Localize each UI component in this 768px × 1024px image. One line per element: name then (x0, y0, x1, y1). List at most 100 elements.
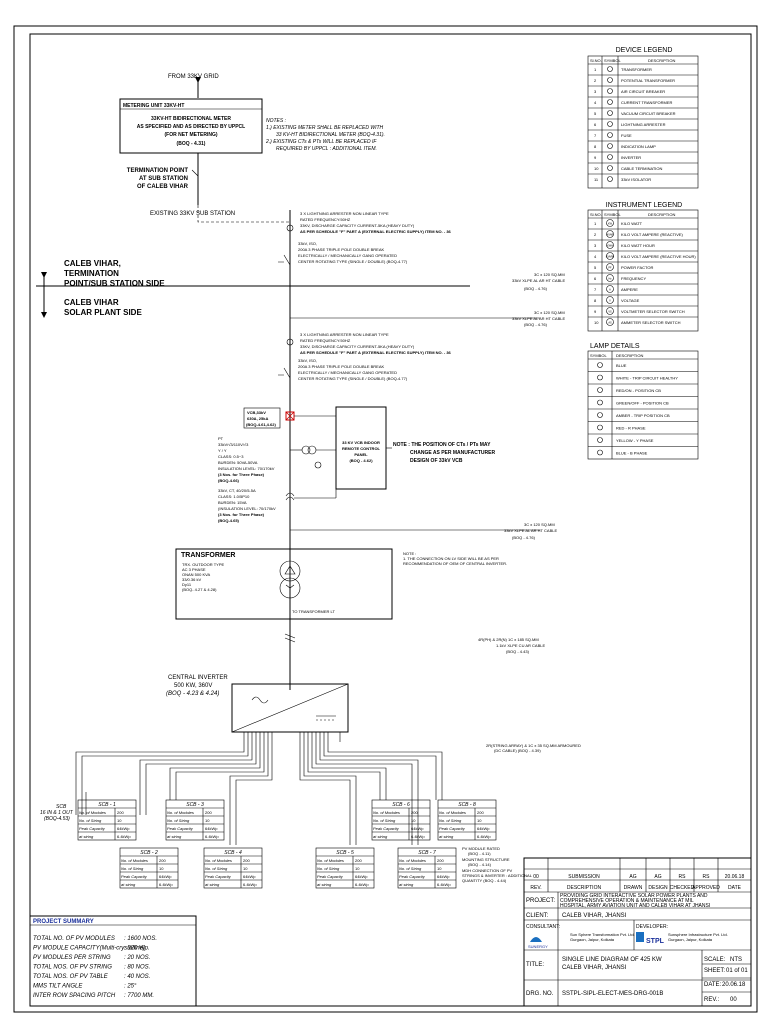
scb-row-label: Peak Capacity (121, 874, 148, 879)
legend-description: POTENTIAL TRANSFORMER (621, 78, 675, 83)
legend-number: 11 (594, 177, 599, 182)
metering-unit: METERING UNIT 33KV-HT 33KV-HT BIDIRECTIO… (119, 98, 263, 154)
legend-description: KILO WATT (621, 221, 643, 226)
svg-text:DEVICE LEGEND: DEVICE LEGEND (616, 47, 673, 54)
legend-number: 10 (594, 166, 599, 171)
lamp-icon (597, 449, 603, 456)
transformer-box: TRANSFORMER TRX. OUTDOOR TYPE AC 3 PHASE… (175, 548, 507, 620)
scb-modules: 200 (411, 810, 418, 815)
summary-label: TOTAL NOS. OF PV STRING (33, 965, 112, 971)
summary-value: : 7700 MM. (124, 993, 154, 999)
scb-strings: 10 (477, 818, 482, 823)
svg-text:33/0.36 kV: 33/0.36 kV (182, 577, 201, 582)
vcb-breaker: VCB,33kV 630A, 25kA (BOQ-4.61,4.62) (243, 407, 336, 429)
cable-2: 3C x 120 SQ.MM 33kV XLPE AL AR HT CABLE … (512, 310, 565, 327)
lamp-icon (597, 424, 603, 431)
lamp-description: AMBER - TRIP POSITION CB (616, 413, 670, 418)
svg-text:1. THE CONNECTION ON LV SIDE W: 1. THE CONNECTION ON LV SIDE WILL BE AS … (403, 556, 499, 561)
svg-text:Dy11: Dy11 (182, 582, 192, 587)
summary-value: : 25° (124, 984, 137, 990)
svg-text:SHEET:: SHEET: (704, 968, 725, 974)
revision-header: DATE (728, 885, 742, 891)
termination-point: TERMINATION POINT AT SUB STATION OF CALE… (127, 168, 199, 190)
scb-title: SCB - 2 (140, 850, 158, 856)
scb-modules: 200 (117, 810, 124, 815)
legend-description: FUSE (621, 133, 632, 138)
summary-label: PV MODULES PER STRING (33, 955, 111, 961)
svg-text:INSULATION LEVEL: 70/170kV: INSULATION LEVEL: 70/170kV (218, 466, 275, 471)
legend-description: KILO WATT HOUR (621, 243, 655, 248)
transformer-secondary-icon (279, 577, 301, 599)
svg-text:OF CALEB VIHAR: OF CALEB VIHAR (137, 184, 189, 190)
scb-row-label: Peak Capacity (399, 874, 426, 879)
revision-header: DESCRIPTION (567, 885, 602, 891)
svg-text:(BOQ-4.61,4.62): (BOQ-4.61,4.62) (246, 422, 276, 427)
revision-cell: 20.06.18 (725, 874, 745, 880)
svg-text:(BOQ - 4.43): (BOQ - 4.43) (506, 649, 530, 654)
lamp-description: YELLOW - Y PHASE (616, 438, 654, 443)
revision-cell: RS (679, 874, 687, 880)
svg-text:(BOQ-4.53): (BOQ-4.53) (44, 816, 70, 822)
revision-header: DESIGN (648, 885, 668, 891)
svg-text:CHANGE AS PER MANUFACTURER: CHANGE AS PER MANUFACTURER (410, 450, 495, 456)
svg-text:Sunsphere Infrastructure Pvt.: Sunsphere Infrastructure Pvt. Ltd. (668, 932, 728, 937)
scb-string-capacity: 6.4kWp (243, 882, 257, 887)
svg-text:BURDEN: 50VA-50VA: BURDEN: 50VA-50VA (218, 460, 258, 465)
scb-row-label: Peak Capacity (79, 826, 106, 831)
summary-label: TOTAL NO. OF PV MODULES (33, 936, 115, 942)
svg-text:4R(PH) & 2R(N) 1C x 185 SQ.MM: 4R(PH) & 2R(N) 1C x 185 SQ.MM (478, 637, 539, 642)
summary-value: : 80 NOS. (124, 965, 150, 971)
svg-text:200A 3 PHASE TRIPLE POLE DOUBL: 200A 3 PHASE TRIPLE POLE DOUBLE BREAK (298, 364, 385, 369)
cable-5: 2R(STRING ARRAY) & 1C x 35 SQ.MM ARMOURE… (486, 743, 581, 753)
legend-number: 2 (594, 232, 597, 237)
project-summary: PROJECT SUMMARY TOTAL NO. OF PV MODULES:… (29, 915, 197, 1007)
metering-line-1: 33KV-HT BIDIRECTIONAL METER (151, 116, 231, 122)
legend-description: VOLTAGE (621, 298, 640, 303)
summary-value: : 40 NOS. (124, 974, 150, 980)
svg-text:REQUIRED BY UPPCL : ADDITIONAL: REQUIRED BY UPPCL : ADDITIONAL ITEM. (276, 146, 377, 152)
existing-substation-label: EXISTING 33KV SUB STATION (150, 211, 235, 217)
svg-text:(BOQ - 4.23 & 4.24): (BOQ - 4.23 & 4.24) (166, 691, 219, 697)
scb-row-label: No. of String (121, 866, 144, 871)
svg-text:VCB,33kV: VCB,33kV (247, 410, 266, 415)
svg-text:ELECTRICALLY / MECHANICALLY GA: ELECTRICALLY / MECHANICALLY GANG OPERATE… (298, 253, 397, 258)
current-transformer: 33kV, CT, 40/20/5-5A CLASS: 1.0/5P10 BUR… (218, 488, 337, 523)
legend-description: KILO VOLT AMPERE (REACTIVE HOUR) (621, 254, 696, 259)
instrument-symbol: KVARH (606, 256, 615, 259)
notes-top: NOTES : 1.) EXISTING METER SHALL BE REPL… (265, 118, 385, 152)
svg-text:PANEL: PANEL (354, 452, 368, 457)
scb-row-label: No. of String (167, 818, 190, 823)
svg-text:33kV XLPE AL AR HT CABLE: 33kV XLPE AL AR HT CABLE (512, 278, 565, 283)
svg-text:3 X LIGHTNING ARRESTER NON LIN: 3 X LIGHTNING ARRESTER NON LINEAR TYPE (300, 332, 389, 337)
scb-peak: 64kWp (355, 874, 368, 879)
legend-number: 2 (594, 78, 597, 83)
svg-text:SINGLE LINE DIAGRAM OF 425 KW: SINGLE LINE DIAGRAM OF 425 KW (562, 957, 662, 963)
svg-text:CENTER ROTATING TYPE (SINGLE /: CENTER ROTATING TYPE (SINGLE / DOUBLE) (… (298, 376, 408, 381)
scb-string-capacity: 6.4kWp (205, 834, 219, 839)
instrument-symbol-icon (606, 307, 614, 315)
scb-side-label: SCB 16 IN & 1 OUT (BOQ-4.53) (40, 804, 74, 822)
metering-line-3: (FOR NET METERING) (164, 132, 217, 138)
svg-text:3 X LIGHTNING ARRESTER NON LIN: 3 X LIGHTNING ARRESTER NON LINEAR TYPE (300, 211, 389, 216)
scb-title: SCB - 8 (458, 802, 476, 808)
summary-label: MMS TILT ANGLE (33, 984, 83, 990)
legend-description: AIR CIRCUIT BREAKER (621, 89, 665, 94)
scb-row-label: No. of Modules (373, 810, 400, 815)
transformer-primary-icon (279, 560, 301, 582)
developer-logo: STPL Sunsphere Infrastructure Pvt. Ltd. … (636, 932, 728, 945)
potential-transformer: PT 33kV/√3/110V/√3 Y / Y CLASS: 0.5~3 BU… (218, 436, 336, 483)
svg-text:DESIGN OF 33kV VCB: DESIGN OF 33kV VCB (410, 458, 463, 464)
legend-description: VOLTMETER SELECTOR SWITCH (621, 309, 685, 314)
svg-text:PV MODULE RATED: PV MODULE RATED (462, 846, 500, 851)
svg-text:TO TRANSFORMER LT: TO TRANSFORMER LT (292, 609, 335, 614)
svg-text:CLIENT:: CLIENT: (526, 913, 549, 919)
scb-title: SCB - 5 (336, 850, 354, 856)
svg-text:(BOQ - 4.11): (BOQ - 4.11) (468, 851, 491, 856)
